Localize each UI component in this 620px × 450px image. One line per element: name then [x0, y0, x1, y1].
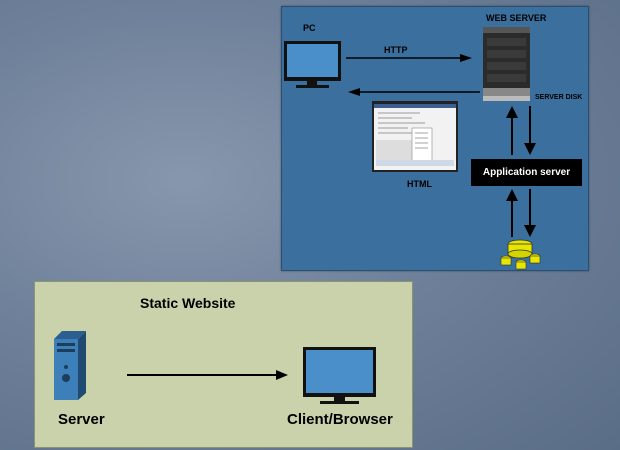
- database-icon: [500, 239, 541, 270]
- pc-label: PC: [303, 23, 316, 33]
- http-request-arrow: [346, 54, 472, 62]
- server-to-app-arrows: [506, 106, 536, 155]
- server-label: Server: [58, 411, 105, 428]
- pc-monitor-icon: [284, 41, 341, 88]
- request-arrow: [127, 370, 288, 380]
- html-page-thumbnail: [372, 101, 458, 172]
- html-label: HTML: [407, 179, 432, 189]
- server-tower-icon: [54, 331, 86, 400]
- server-disk-label: SERVER DISK: [535, 94, 583, 101]
- client-monitor-icon: [303, 347, 376, 404]
- client-browser-label: Client/Browser: [287, 411, 393, 428]
- static-website-title: Static Website: [140, 295, 236, 311]
- app-to-db-arrows: [506, 189, 536, 237]
- web-server-icon: [483, 27, 530, 101]
- http-response-arrow: [348, 88, 480, 96]
- application-server-box: Application server: [471, 159, 582, 186]
- web-server-label: WEB SERVER: [486, 13, 547, 23]
- http-label: HTTP: [384, 45, 408, 55]
